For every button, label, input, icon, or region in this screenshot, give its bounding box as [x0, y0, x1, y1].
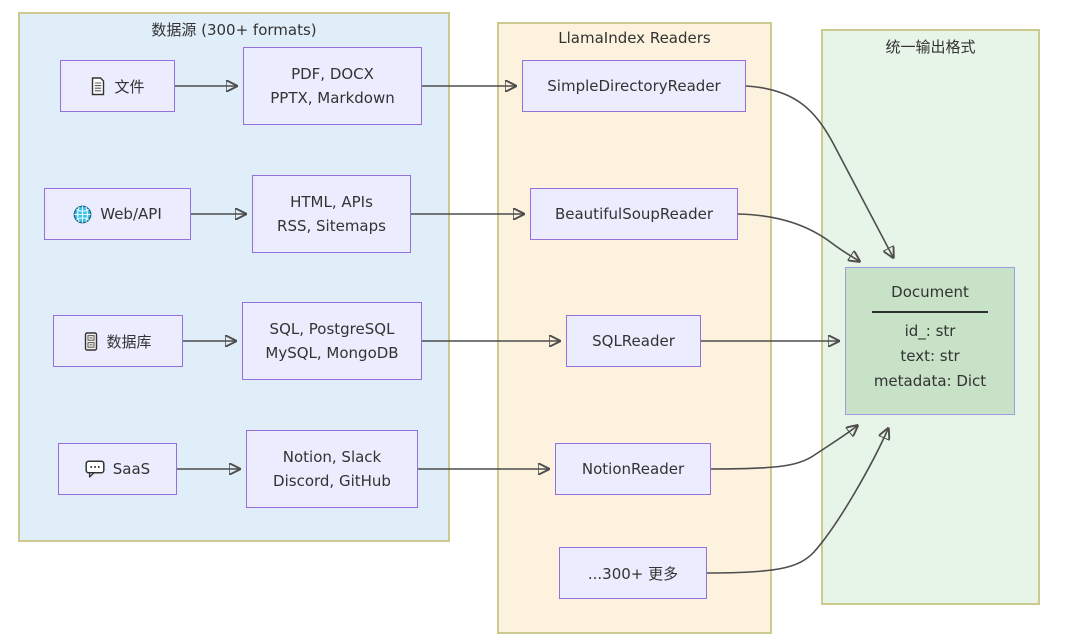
node-simpledirectoryreader: SimpleDirectoryReader — [522, 60, 746, 112]
node-sqlreader: SQLReader — [566, 315, 701, 367]
node-files-formats-line2: PPTX, Markdown — [270, 89, 395, 107]
node-sqlreader-label: SQLReader — [592, 332, 675, 350]
node-web-api: Web/API — [44, 188, 191, 240]
node-database-formats-line1: SQL, PostgreSQL — [269, 320, 395, 338]
node-database-formats: SQL, PostgreSQL MySQL, MongoDB — [242, 302, 422, 380]
node-database-formats-line2: MySQL, MongoDB — [265, 344, 399, 362]
node-simpledirectoryreader-label: SimpleDirectoryReader — [547, 77, 721, 95]
node-web-api-label: Web/API — [100, 205, 162, 223]
node-beautifulsoupreader-label: BeautifulSoupReader — [554, 205, 714, 223]
node-files-formats-line1: PDF, DOCX — [291, 65, 374, 83]
node-saas-formats-line1: Notion, Slack — [282, 448, 382, 466]
document-divider — [872, 311, 988, 313]
node-saas-formats: Notion, Slack Discord, GitHub — [246, 430, 418, 508]
data-sources-group-title: 数据源 (300+ formats) — [151, 21, 317, 39]
node-saas-formats-line2: Discord, GitHub — [273, 472, 391, 490]
document-field-metadata: metadata: Dict — [873, 372, 987, 390]
llamaindex-readers-group-title: LlamaIndex Readers — [558, 29, 711, 47]
node-web-formats-line1: HTML, APIs — [290, 193, 373, 211]
database-icon — [84, 331, 98, 351]
node-web-formats: HTML, APIs RSS, Sitemaps — [252, 175, 411, 253]
globe-icon — [73, 205, 92, 224]
node-document: Document id_: str text: str metadata: Di… — [845, 267, 1015, 415]
node-notionreader-label: NotionReader — [581, 460, 685, 478]
unified-output-group-title: 统一输出格式 — [885, 38, 976, 56]
node-database-label: 数据库 — [106, 332, 152, 351]
file-icon — [90, 76, 106, 96]
node-files: 文件 — [60, 60, 175, 112]
chat-icon — [85, 460, 105, 478]
node-files-label: 文件 — [114, 77, 145, 96]
node-saas: SaaS — [58, 443, 177, 495]
node-web-formats-line2: RSS, Sitemaps — [277, 217, 386, 235]
node-more-readers: ...300+ 更多 — [559, 547, 707, 599]
node-database: 数据库 — [53, 315, 183, 367]
document-field-text: text: str — [900, 347, 960, 365]
node-files-formats: PDF, DOCX PPTX, Markdown — [243, 47, 422, 125]
node-beautifulsoupreader: BeautifulSoupReader — [530, 188, 738, 240]
node-more-readers-label: ...300+ 更多 — [587, 564, 679, 583]
node-document-title: Document — [891, 283, 969, 301]
node-notionreader: NotionReader — [555, 443, 711, 495]
document-field-id: id_: str — [904, 322, 956, 340]
node-saas-label: SaaS — [112, 460, 151, 478]
